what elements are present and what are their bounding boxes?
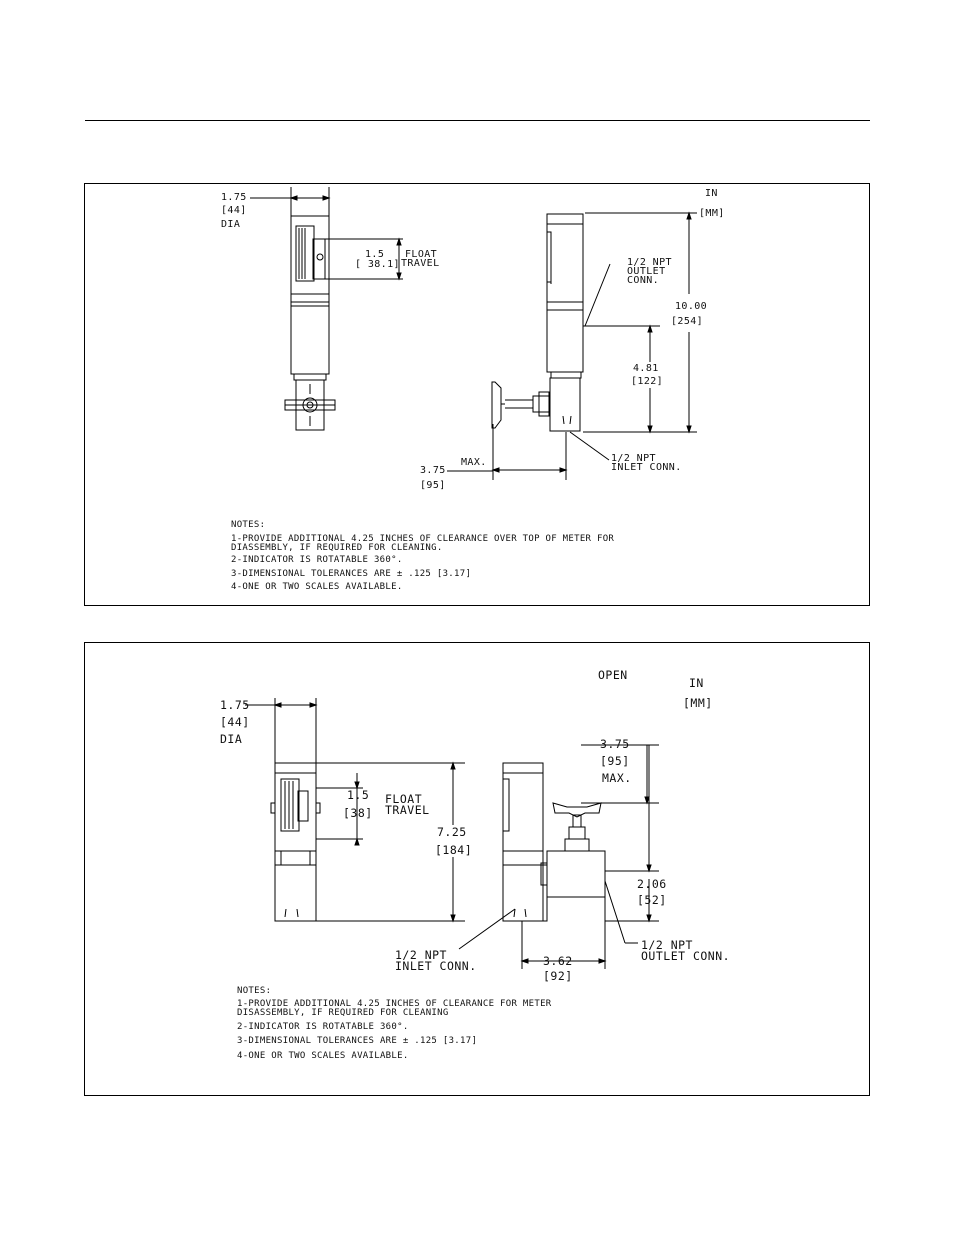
height-mm-label-2: [184] bbox=[435, 843, 473, 857]
note-2: 2-INDICATOR IS ROTATABLE 360°. bbox=[231, 555, 403, 565]
outlet-label-2-line1: 1/2 NPT bbox=[641, 938, 693, 952]
inlet-label-2-line2: INLET CONN. bbox=[395, 959, 477, 973]
side-view-meter bbox=[447, 213, 697, 480]
height-in-label: 10.00 bbox=[675, 301, 708, 312]
figure-2-panel: OPEN IN [MM] 1.75 [44] DIA 1.5 [38] FLOA… bbox=[84, 642, 870, 1096]
outlet-label-line1: 1/2 NPT bbox=[627, 257, 672, 268]
front-view-meter-2 bbox=[245, 698, 465, 921]
outlet-height-in-label: 2.06 bbox=[637, 877, 667, 891]
open-label: OPEN bbox=[598, 668, 628, 682]
max-label-2: MAX. bbox=[602, 771, 632, 785]
inlet-label-line2: INLET CONN. bbox=[611, 462, 682, 473]
note-2-1b: DISASSEMBLY, IF REQUIRED FOR CLEANING bbox=[237, 1008, 449, 1018]
float-label-2-line1: FLOAT bbox=[385, 792, 423, 806]
note-2-1a: 1-PROVIDE ADDITIONAL 4.25 INCHES OF CLEA… bbox=[237, 999, 552, 1009]
header-rule bbox=[85, 120, 870, 121]
width-mm-label: [92] bbox=[543, 969, 573, 983]
width-in-label: 3.62 bbox=[543, 954, 573, 968]
max-label: MAX. bbox=[461, 457, 487, 468]
note-2-4: 4-ONE OR TWO SCALES AVAILABLE. bbox=[237, 1051, 409, 1061]
note-2-3: 3-DIMENSIONAL TOLERANCES ARE ± .125 [3.1… bbox=[237, 1036, 478, 1046]
figure-1-drawing bbox=[85, 184, 871, 607]
outlet-label-2-line2: OUTLET CONN. bbox=[641, 949, 731, 963]
float-label-line1: FLOAT bbox=[405, 249, 438, 260]
float-label-line2: TRAVEL bbox=[401, 258, 440, 269]
float-in-label: 1.5 bbox=[365, 249, 385, 260]
inlet-height-mm-label: [122] bbox=[631, 376, 664, 387]
note-2-2: 2-INDICATOR IS ROTATABLE 360°. bbox=[237, 1022, 409, 1032]
units-mm-label: [MM] bbox=[699, 208, 725, 219]
side-view-meter-2 bbox=[459, 745, 659, 969]
outlet-label-line2: OUTLET bbox=[627, 266, 666, 277]
dia-in-label-2: 1.75 bbox=[220, 698, 250, 712]
note-1a: 1-PROVIDE ADDITIONAL 4.25 INCHES OF CLEA… bbox=[231, 534, 615, 544]
height-in-label-2: 7.25 bbox=[437, 825, 467, 839]
units-mm-label-2: [MM] bbox=[683, 696, 713, 710]
dia-text-label: DIA bbox=[221, 219, 241, 230]
valve-mm-label: [95] bbox=[420, 480, 446, 491]
valve-in-label: 3.75 bbox=[420, 465, 446, 476]
height-mm-label: [254] bbox=[671, 316, 704, 327]
valve-mm-label-2: [95] bbox=[600, 754, 630, 768]
front-view-meter bbox=[250, 187, 403, 430]
dia-text-label-2: DIA bbox=[220, 732, 243, 746]
dia-mm-label: [44] bbox=[221, 205, 247, 216]
inlet-label-line1: 1/2 NPT bbox=[611, 453, 656, 464]
figure-2-drawing bbox=[85, 643, 871, 1097]
outlet-height-mm-label: [52] bbox=[637, 893, 667, 907]
dia-in-label: 1.75 bbox=[221, 192, 247, 203]
dia-mm-label-2: [44] bbox=[220, 715, 250, 729]
float-mm-label: [ 38.1] bbox=[355, 259, 400, 270]
notes-title-2: NOTES: bbox=[237, 986, 272, 996]
float-in-label-2: 1.5 bbox=[347, 788, 370, 802]
float-label-2-line2: TRAVEL bbox=[385, 803, 430, 817]
note-3: 3-DIMENSIONAL TOLERANCES ARE ± .125 [3.1… bbox=[231, 569, 472, 579]
note-4: 4-ONE OR TWO SCALES AVAILABLE. bbox=[231, 582, 403, 592]
outlet-label-line3: CONN. bbox=[627, 275, 660, 286]
valve-in-label-2: 3.75 bbox=[600, 737, 630, 751]
inlet-label-2-line1: 1/2 NPT bbox=[395, 948, 447, 962]
notes-title: NOTES: bbox=[231, 520, 266, 530]
figure-1-panel: 1.75 [44] DIA 1.5 [ 38.1] FLOAT TRAVEL I… bbox=[84, 183, 870, 606]
units-in-label-2: IN bbox=[689, 676, 704, 690]
float-mm-label-2: [38] bbox=[343, 806, 373, 820]
note-1b: DIASSEMBLY, IF REQUIRED FOR CLEANING. bbox=[231, 543, 443, 553]
inlet-height-in-label: 4.81 bbox=[633, 363, 659, 374]
units-in-label: IN bbox=[705, 188, 718, 199]
